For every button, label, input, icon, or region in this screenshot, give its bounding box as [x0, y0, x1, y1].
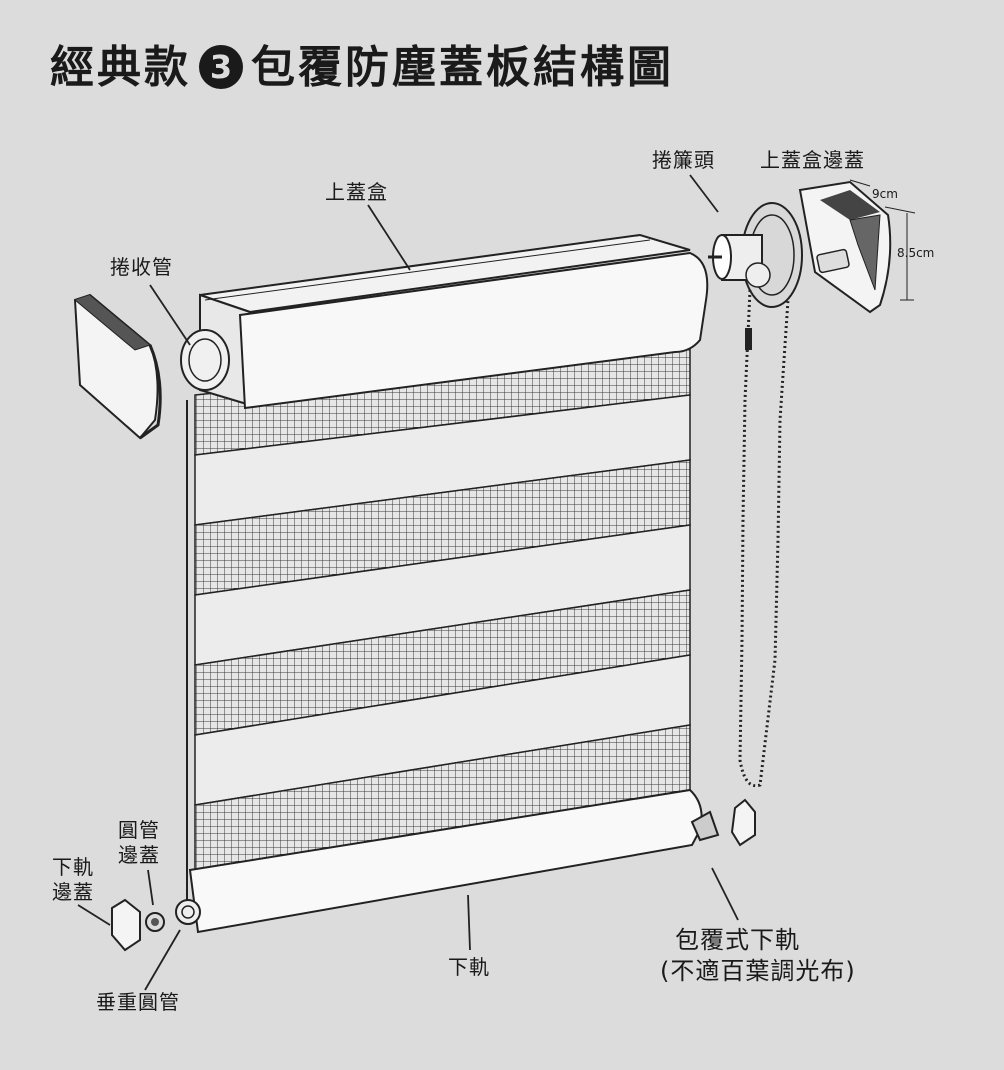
head-box-end-cap	[798, 180, 892, 314]
number-badge: 3	[199, 45, 243, 89]
bead-chain	[738, 289, 790, 788]
height-dimension: 8.5cm	[897, 246, 935, 260]
weight-tube-label: 垂重圓管	[96, 990, 180, 1014]
bottom-rail-end-cap-left	[111, 898, 165, 952]
head-box-end-cap-label: 上蓋盒邊蓋	[760, 148, 865, 172]
bottom-rail-end-cap-label-1: 下軌	[52, 855, 94, 879]
head-box-label: 上蓋盒	[325, 180, 388, 204]
bottom-rail-end-cap-right	[690, 798, 756, 847]
bottom-rail-end-cap-label-2: 邊蓋	[52, 880, 94, 904]
wrapped-bottom-rail-label: 包覆式下軌	[675, 926, 800, 954]
bottom-rail	[175, 788, 703, 934]
round-tube-end-cap-label-2: 邊蓋	[118, 843, 160, 867]
title-suffix: 包覆防塵蓋板結構圖	[251, 42, 674, 93]
bottom-rail-label: 下軌	[448, 955, 490, 979]
round-tube-end-cap-label-1: 圓管	[118, 818, 160, 842]
title-prefix: 經典款	[50, 42, 191, 93]
leader-lines	[77, 174, 739, 991]
roller-tube	[180, 329, 230, 391]
clutch-head	[708, 202, 803, 308]
roller-tube-label: 捲收管	[110, 255, 173, 279]
left-end-cap	[73, 293, 162, 440]
clutch-head-label: 捲簾頭	[652, 148, 715, 172]
fabric-panel	[186, 344, 691, 910]
wrapped-bottom-rail-note: (不適百葉調光布)	[660, 957, 856, 985]
width-dimension: 9cm	[872, 187, 898, 201]
dimension-lines	[849, 179, 916, 301]
